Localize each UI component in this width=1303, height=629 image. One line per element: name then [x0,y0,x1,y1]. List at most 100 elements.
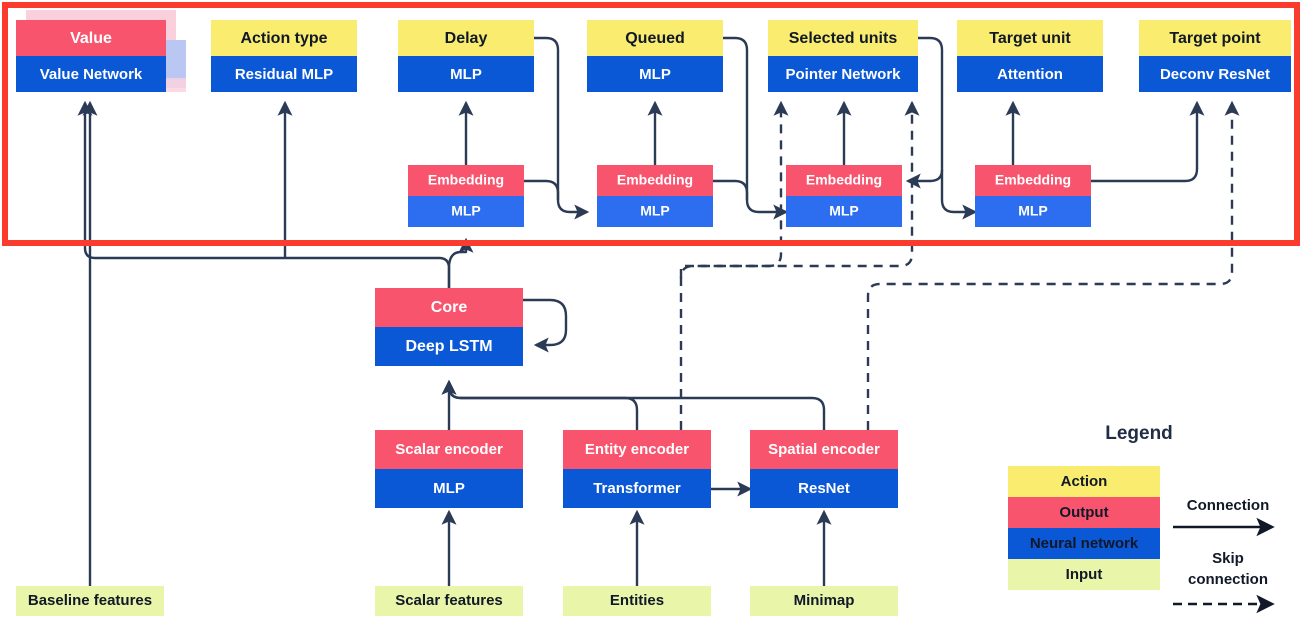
legend-action-rect [1008,466,1160,497]
encoder-block-spatial[interactable]: Spatial encoder ResNet [750,430,898,508]
conn-emb4-to-target-point [1091,100,1205,183]
head-block-selected-units[interactable]: Selected units Pointer Network [768,20,918,92]
head-value-action-label: Value [70,30,112,47]
legend-swatch-network: Neural network [1008,528,1160,559]
spatial-encoder-output-rect [750,430,898,469]
core-output-label: Core [431,299,468,316]
legend-input-label: Input [1066,566,1103,583]
head-delay-action-label: Delay [445,30,488,47]
scalar-encoder-output-label: Scalar encoder [395,441,503,458]
minimap-rect [750,586,898,616]
encoder-block-scalar[interactable]: Scalar encoder MLP [375,430,523,508]
legend-output-rect [1008,497,1160,528]
head-target-point-action-rect [1139,20,1291,56]
legend: Legend Action Output Neural network Inpu… [1008,423,1275,614]
baseline-features-rect [16,586,164,616]
head-target-point-network-rect [1139,56,1291,92]
conn-selected-units-to-emb3 [905,36,944,189]
head-value-action-rect [16,20,166,56]
embedding-block-3[interactable]: Embedding MLP [786,165,902,227]
embedding-1-network-label: MLP [451,203,481,219]
embedding-1-output-rect [408,165,524,196]
embedding-block-1[interactable]: Embedding MLP [408,165,524,227]
head-value-network-rect [16,56,166,92]
skip-spatial-encoder-to-target-point [866,100,1240,430]
head-selected-units-action-rect [768,20,918,56]
head-block-target-point[interactable]: Target point Deconv ResNet [1139,20,1291,92]
entity-encoder-network-rect [563,469,711,508]
legend-input-rect [1008,559,1160,590]
input-block-minimap[interactable]: Minimap [750,586,898,616]
head-selected-units-network-rect [768,56,918,92]
embedding-1-output-label: Embedding [428,172,504,188]
embedding-block-4[interactable]: Embedding MLP [975,165,1091,227]
encoder-block-entity[interactable]: Entity encoder Transformer [563,430,711,508]
input-block-entities[interactable]: Entities [563,586,711,616]
core-block[interactable]: Core Deep LSTM [375,288,523,366]
encoder-row: Scalar encoder MLP Entity encoder Transf… [375,430,898,508]
head-delay-action-rect [398,20,534,56]
head-target-unit-action-rect [957,20,1103,56]
head-action-type-network-rect [211,56,357,92]
conn-emb2-out-right [713,179,749,200]
head-action-type-action-label: Action type [240,30,327,47]
legend-network-label: Neural network [1030,535,1139,552]
legend-skip-label-line2: connection [1188,571,1268,588]
input-block-baseline-features[interactable]: Baseline features [16,586,164,616]
embedding-3-output-label: Embedding [806,172,882,188]
head-target-unit-network-rect [957,56,1103,92]
conn-spatial-encoder-to-core [447,382,826,430]
head-queued-network-rect [587,56,723,92]
scalar-encoder-network-rect [375,469,523,508]
embedding-row: Embedding MLP Embedding MLP Embedding ML… [408,165,1091,227]
head-block-action-type[interactable]: Action type Residual MLP [211,20,357,92]
input-block-scalar-features[interactable]: Scalar features [375,586,523,616]
conn-queued-to-emb3 [723,36,789,220]
skip-entity-encoder-to-selected-units [679,100,789,278]
head-value-network-label: Value Network [40,66,143,83]
legend-skip-connection: Skip connection [1173,550,1275,614]
legend-connection-label: Connection [1187,497,1270,514]
conn-entity-encoder-to-core [441,379,639,430]
embedding-4-network-rect [975,196,1091,227]
action-head-highlight-box [2,2,1300,246]
spatial-encoder-network-label: ResNet [798,480,850,497]
head-target-unit-network-label: Attention [997,66,1063,83]
head-queued-action-label: Queued [625,30,685,47]
core-network-rect [375,327,523,366]
legend-action-label: Action [1061,473,1108,490]
legend-network-rect [1008,528,1160,559]
core-network-label: Deep LSTM [405,338,492,355]
head-block-value[interactable]: Value Value Network [16,20,166,92]
head-block-target-unit[interactable]: Target unit Attention [957,20,1103,92]
head-selected-units-network-label: Pointer Network [785,66,901,83]
head-action-type-action-rect [211,20,357,56]
spatial-encoder-network-rect [750,469,898,508]
conn-core-to-action-type [77,100,451,288]
head-target-unit-action-label: Target unit [989,30,1071,47]
head-delay-network-label: MLP [450,66,482,83]
head-target-point-action-label: Target point [1169,30,1261,47]
scalar-features-rect [375,586,523,616]
head-delay-network-rect [398,56,534,92]
embedding-1-network-rect [408,196,524,227]
embedding-2-output-rect [597,165,713,196]
conn-selected-units-to-emb4 [940,170,978,220]
embedding-block-2[interactable]: Embedding MLP [597,165,713,227]
legend-connection: Connection [1173,497,1275,537]
scalar-features-label: Scalar features [395,592,503,609]
head-target-point-network-label: Deconv ResNet [1160,66,1270,83]
entity-encoder-output-rect [563,430,711,469]
conn-delay-to-emb2 [534,36,590,220]
head-selected-units-action-label: Selected units [789,30,898,47]
action-head-row: Value Value Network Action type Residual… [16,20,1291,92]
head-block-queued[interactable]: Queued MLP [587,20,723,92]
spatial-encoder-output-label: Spatial encoder [768,441,880,458]
scalar-encoder-network-label: MLP [433,480,465,497]
conn-emb1-out-right [524,179,560,200]
head-block-delay[interactable]: Delay MLP [398,20,534,92]
conn-core-recurrent-loop [523,298,568,353]
connection-layer [77,36,1240,586]
core-output-rect [375,288,523,327]
